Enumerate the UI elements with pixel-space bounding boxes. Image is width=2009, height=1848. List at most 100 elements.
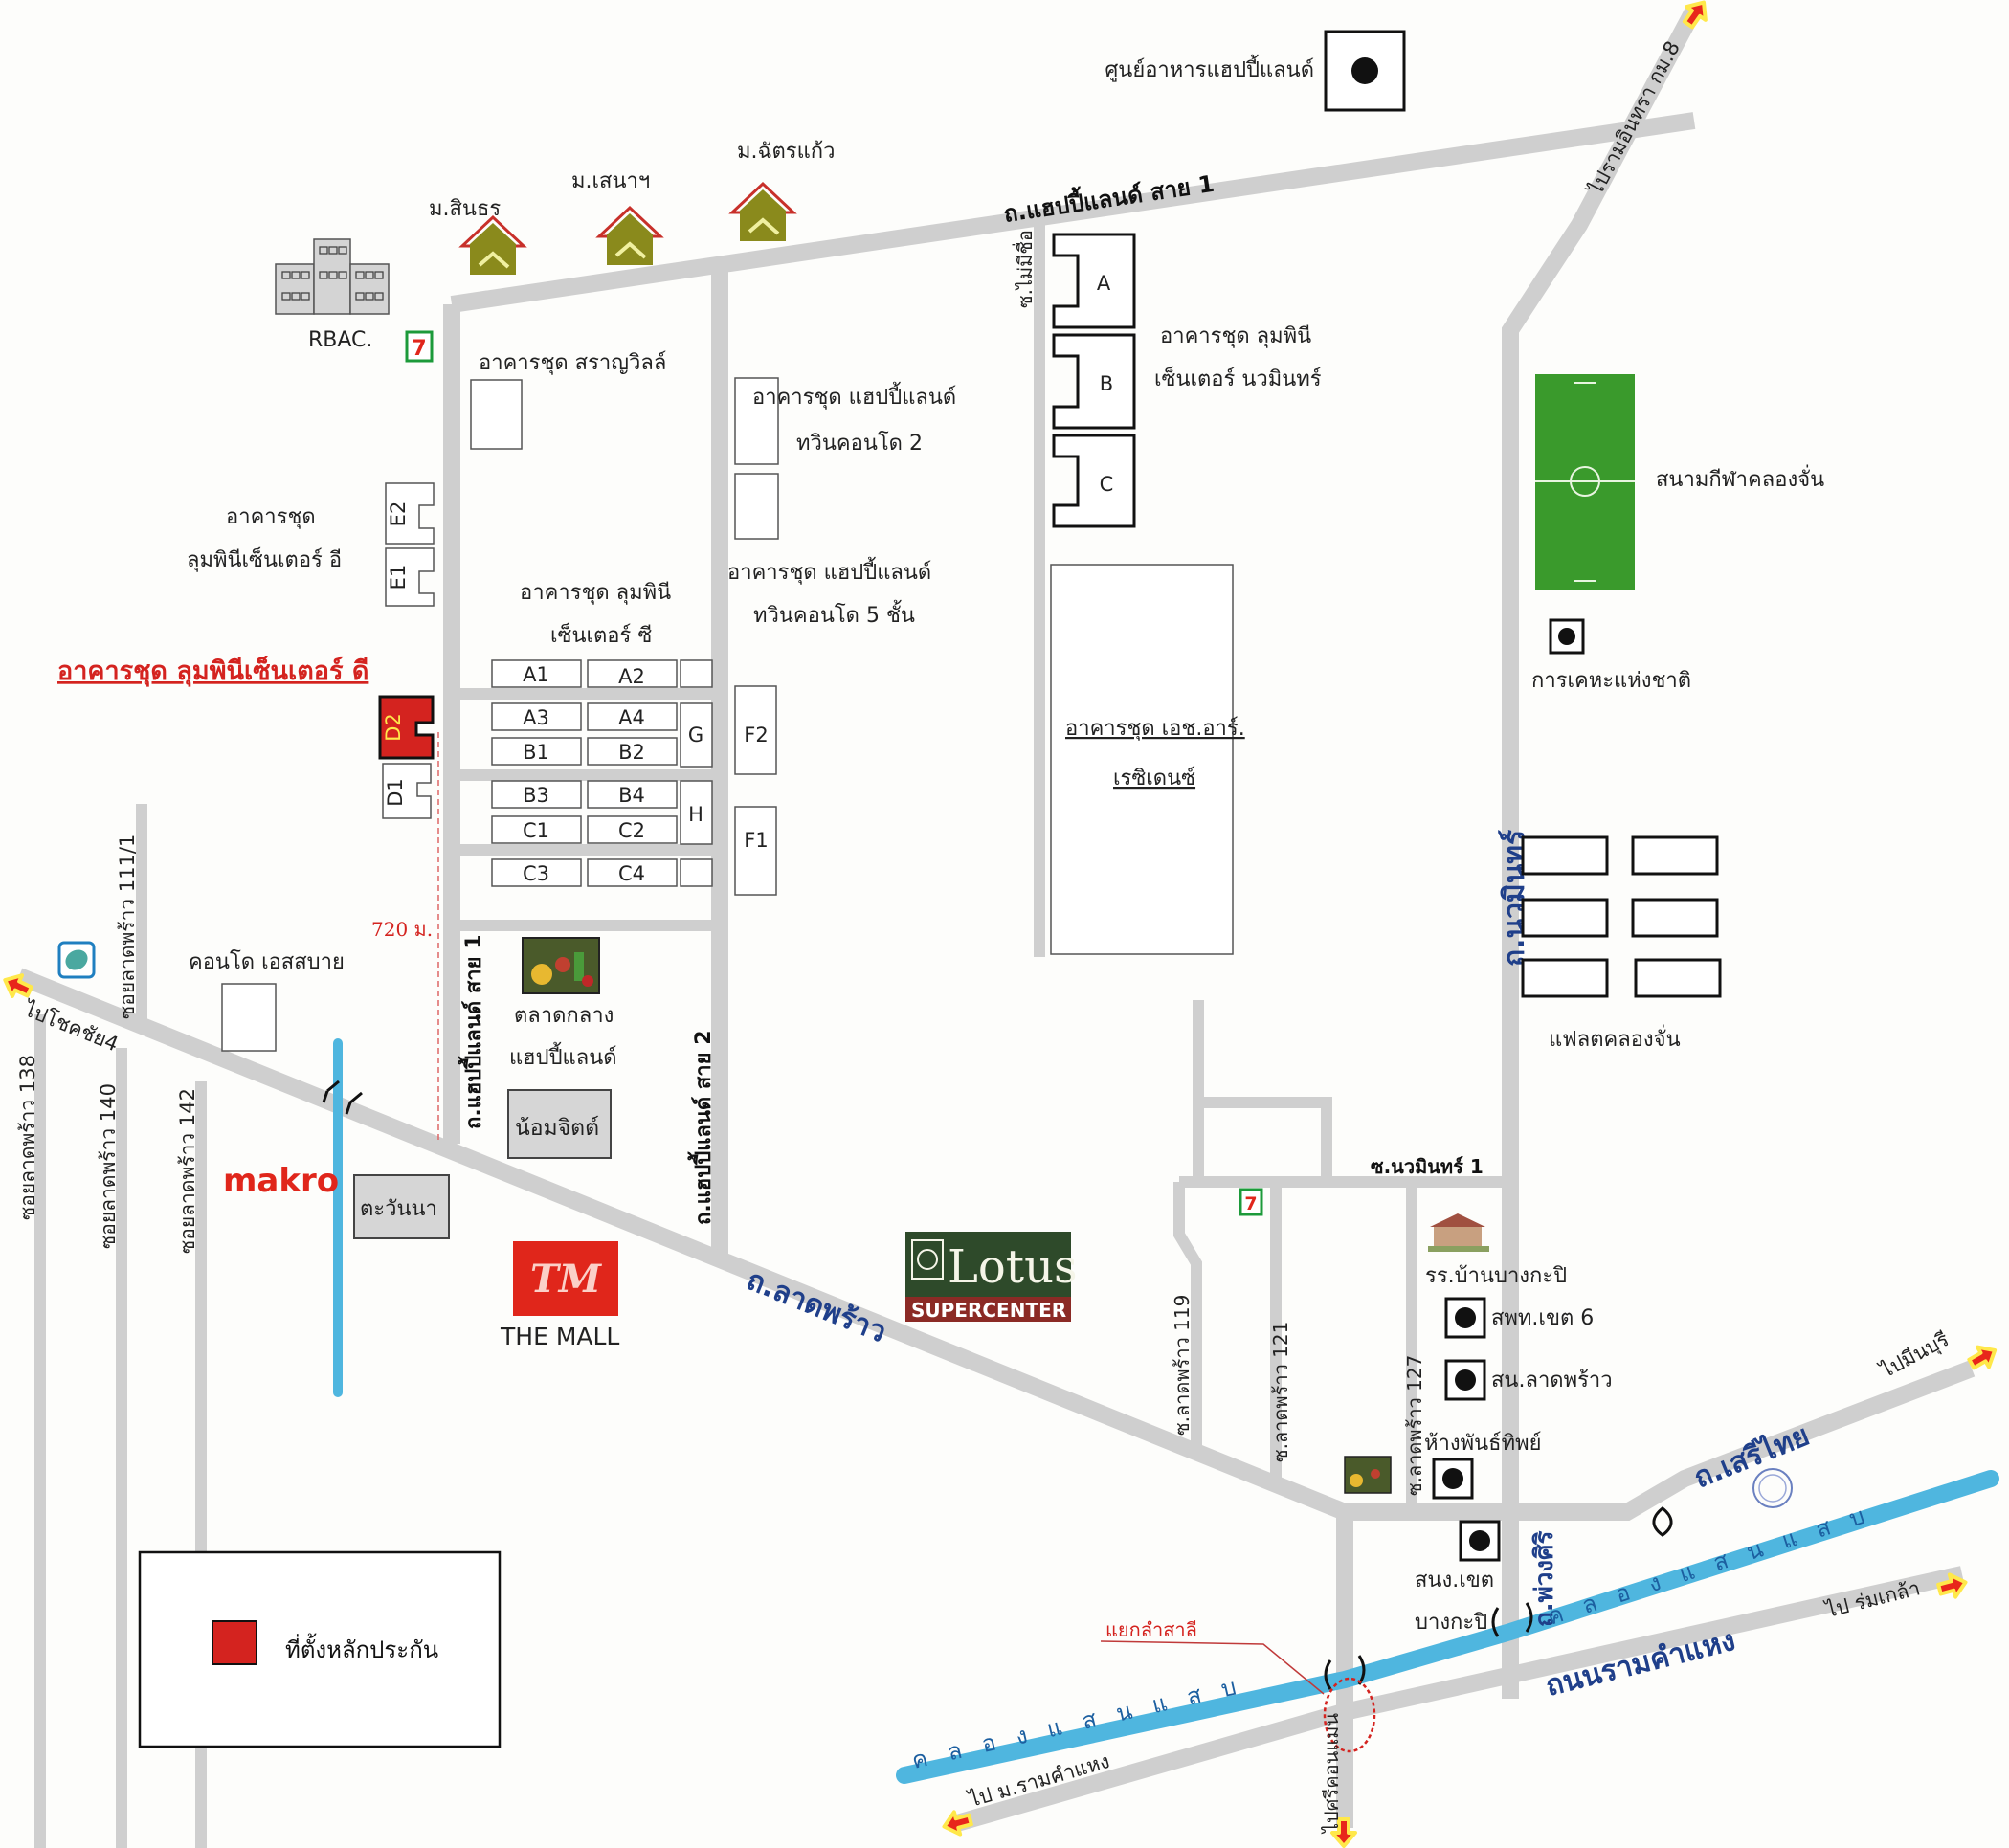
lamsali-leader-line: [1100, 1640, 1325, 1695]
market-label-2: แฮปปี้แลนด์: [509, 1042, 617, 1070]
rbac: RBAC.: [275, 238, 390, 352]
unit-b: B: [1100, 372, 1113, 395]
unit-c: C: [1100, 473, 1114, 496]
village-sinthorn: ม.สินธร: [429, 197, 527, 275]
arrow-icon: [1682, 0, 1708, 30]
lumpini-c: อาคารชุด ลุมพินี เซ็นเตอร์ ซี A1 A2 A3 A…: [491, 581, 713, 887]
bridge-icon: [1491, 1602, 1533, 1637]
twin-condo-5-label-2: ทวินคอนโด 5 ชั้น: [753, 600, 915, 628]
unit-b2: B2: [618, 741, 645, 764]
rbac-label: RBAC.: [308, 328, 372, 352]
road-label-soi-142: ซอยลาดพร้าว 142: [176, 1088, 199, 1254]
national-housing: การเคหะแห่งชาติ: [1531, 618, 1691, 693]
district-office-label-1: สนง.เขต: [1415, 1569, 1494, 1592]
twin-condo-5: อาคารชุด แฮปปี้แลนด์ ทวินคอนโด 5 ชั้น F2…: [727, 557, 931, 896]
police-station: สน.ลาดพร้าว: [1444, 1359, 1613, 1401]
house-icon: [458, 214, 527, 275]
nomjit: น้อมจิตต์: [507, 1089, 612, 1159]
hr-residence: อาคารชุด เอช.อาร์. เรซิเดนซ์: [1050, 564, 1245, 955]
nomjit-label: น้อมจิตต์: [515, 1115, 599, 1141]
road-label-happyland-1-top: ถ.แฮปปี้แลนด์ สาย 1: [1001, 166, 1216, 228]
arrow-icon: [1936, 1572, 1968, 1599]
hr-residence-label-2: เรซิเดนซ์: [1113, 767, 1195, 790]
road-label-soi-111-1: ซอยลาดพร้าว 111/1: [116, 835, 139, 1019]
unit-a: A: [1097, 272, 1111, 295]
seven-eleven-icon: 7: [405, 330, 434, 363]
unit-g: G: [688, 724, 703, 746]
tawanna: ตะวันนา: [353, 1174, 450, 1239]
condo-s-sabai: คอนโด เอสสบาย: [189, 949, 345, 1052]
school-building-icon: [1428, 1213, 1489, 1252]
lumpini-e: E2 E1 อาคารชุด ลุมพินีเซ็นเตอร์ อี: [187, 482, 435, 607]
police-station-label: สน.ลาดพร้าว: [1491, 1369, 1613, 1392]
unit-f1: F1: [744, 829, 768, 852]
poi-dot-icon: [1558, 628, 1575, 645]
village-senanivet: ม.เสนาฯ: [571, 169, 664, 265]
condo-s-sabai-label: คอนโด เอสสบาย: [189, 949, 345, 974]
unit-c2: C2: [618, 819, 645, 842]
road-ladprao: [15, 968, 1976, 1521]
lumpini-nawamin-label-1: อาคารชุด ลุมพินี: [1160, 324, 1311, 348]
road-label-ramkhamhaeng: ถนนรามคำแหง: [1542, 1624, 1738, 1703]
unit-e1: E1: [387, 565, 410, 590]
unit-d2: D2: [382, 713, 405, 742]
unit-a1: A1: [523, 663, 549, 686]
twin-condo-2-label-2: ทวินคอนโด 2: [796, 431, 923, 456]
road-label-soi-121: ซ.ลาดพร้าว 121: [1269, 1322, 1292, 1462]
lumpini-e-label-1: อาคารชุด: [226, 505, 316, 529]
unit-c4: C4: [618, 862, 645, 885]
unit-c3: C3: [523, 862, 549, 885]
road-label-soi-119: ซ.ลาดพร้าว 119: [1171, 1295, 1194, 1436]
school-label: รร.บ้านบางกะปิ: [1425, 1264, 1567, 1288]
market-label-1: ตลาดกลาง: [514, 1004, 614, 1028]
road-label-happyland-1-side: ถ.แฮปปี้แลนด์ สาย 1: [458, 935, 486, 1130]
unit-c1: C1: [523, 819, 549, 842]
unit-a2: A2: [618, 665, 645, 688]
district-office-label-2: บางกะปิ: [1415, 1611, 1487, 1635]
saranvillie-label: อาคารชุด สราญวิลล์: [479, 351, 666, 375]
bank-icon: [1652, 1506, 1673, 1537]
svg-text:7: 7: [412, 337, 426, 361]
office-building-icon: [275, 238, 390, 315]
tawanna-label: ตะวันนา: [360, 1197, 437, 1221]
lumpini-nawamin-label-2: เซ็นเตอร์ นวมินทร์: [1154, 365, 1322, 391]
the-mall-logo-icon: TM: [513, 1241, 618, 1316]
direction-label-romklao: ไป ร่มเกล้า: [1821, 1576, 1922, 1622]
bridges: [322, 1080, 1533, 1690]
lamsali-junction-marker: [1323, 1677, 1376, 1753]
unit-f2: F2: [744, 724, 768, 746]
school: รร.บ้านบางกะปิ: [1425, 1213, 1567, 1288]
panthip-plaza: ห้างพันธ์ทิพย์: [1344, 1432, 1541, 1500]
panthip-label: ห้างพันธ์ทิพย์: [1424, 1432, 1541, 1456]
unit-e2: E2: [387, 501, 410, 527]
poi-dot-icon: [1455, 1307, 1476, 1328]
lotus-supercenter: Lotus SUPERCENTER: [905, 1232, 1078, 1322]
district-office: สนง.เขต บางกะปิ: [1415, 1520, 1501, 1635]
road-label-soi-138: ซอยลาดพร้าว 138: [16, 1055, 39, 1220]
twin-condo-5-label-1: อาคารชุด แฮปปี้แลนด์: [727, 557, 931, 585]
twin-condo-2: อาคารชุด แฮปปี้แลนด์ ทวินคอนโด 2: [734, 377, 956, 540]
the-mall-label: THE MALL: [500, 1323, 619, 1350]
legend-label: ที่ตั้งหลักประกัน: [285, 1633, 438, 1663]
lotus-sub-label: SUPERCENTER: [911, 1299, 1066, 1322]
lamsali-junction-label: แยกลำสาลี: [1105, 1618, 1197, 1641]
lumpini-d: อาคารชุด ลุมพินีเซ็นเตอร์ ดี D2 D1: [57, 654, 435, 819]
roads: [15, 5, 1976, 1848]
lumpini-nawamin: A B C อาคารชุด ลุมพินี เซ็นเตอร์ นวมินทร…: [1052, 233, 1322, 528]
village-chatkaew: ม.ฉัตรแก้ว: [728, 140, 835, 241]
market-happyland: ตลาดกลาง แฮปปี้แลนด์: [509, 937, 617, 1070]
lumpini-d-label: อาคารชุด ลุมพินีเซ็นเตอร์ ดี: [57, 654, 368, 687]
unit-a4: A4: [618, 706, 645, 729]
road-soi-119: [1173, 1182, 1202, 1447]
unit-b1: B1: [523, 741, 549, 764]
market-produce-icon: [522, 937, 600, 994]
lumpini-c-label-2: เซ็นเตอร์ ซี: [550, 621, 652, 648]
canals: [333, 1038, 1999, 1784]
road-label-happyland-2: ถ.แฮปปี้แลนด์ สาย 2: [687, 1031, 716, 1226]
canal-saensaep: [896, 1470, 1999, 1784]
unit-h: H: [688, 803, 703, 826]
stadium-label: สนามกีฬาคลองจั่น: [1656, 464, 1824, 492]
arrow-icon: [1330, 1817, 1357, 1848]
road-soi-loop-2: [1198, 1097, 1332, 1182]
district-emblem-icon: [1752, 1468, 1793, 1508]
